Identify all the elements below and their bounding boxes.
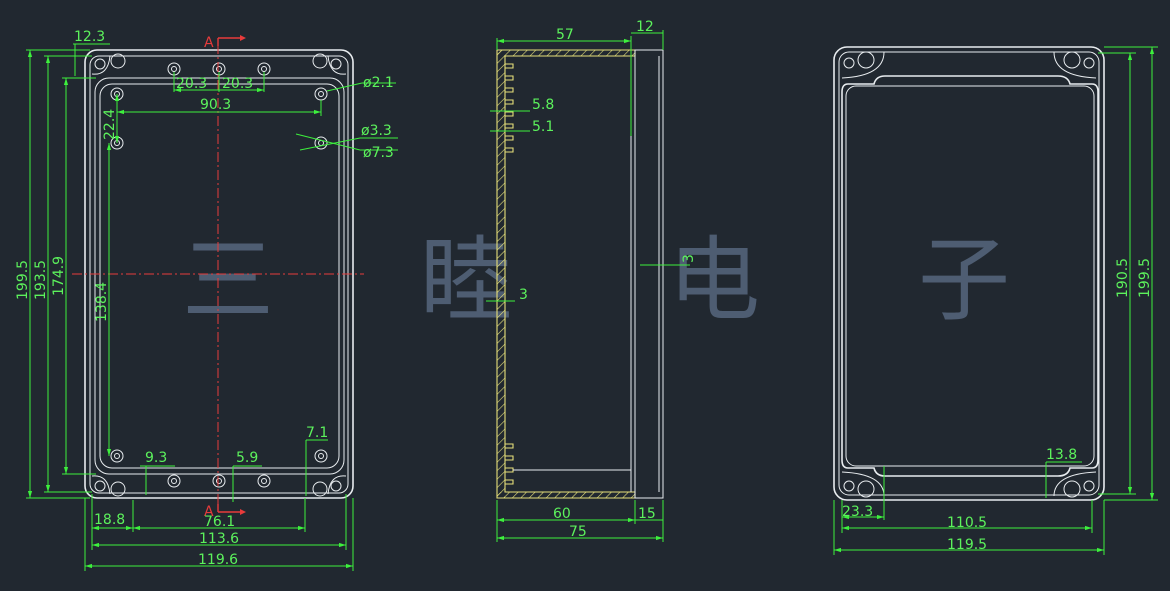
middle-view: 57 12 5.8 5.1 3 3 60 15 75: [486, 19, 697, 542]
watermark-char-1: 三: [182, 227, 274, 334]
dim-23-3: 23.3: [842, 504, 873, 520]
dim-199-5-right: 199.5: [1137, 258, 1153, 298]
dim-3-wall: 3: [519, 287, 528, 303]
left-mounting-holes: [110, 62, 328, 488]
dim-phi-2-1: ø2.1: [363, 75, 394, 91]
section-lid-outline: [634, 49, 664, 499]
middle-dimension-lines: [486, 30, 690, 542]
left-corner-bosses: [91, 53, 347, 497]
right-dimension-lines: [833, 46, 1158, 555]
right-corner-bosses: [841, 51, 1097, 498]
section-label-bottom: A: [204, 504, 214, 520]
dim-193-5: 193.5: [33, 260, 49, 300]
dim-9-3: 9.3: [145, 450, 167, 466]
section-wall-outline: [496, 49, 636, 499]
dim-110-5: 110.5: [947, 515, 987, 531]
dim-20-3-b: 20.3: [222, 76, 253, 92]
section-label-top: A: [204, 35, 214, 51]
dim-174-9: 174.9: [51, 256, 67, 296]
right-inner-recess: [841, 75, 1099, 477]
section-back-wall-hatch: [497, 50, 505, 498]
watermark-char-4: 子: [918, 227, 1010, 334]
right-inner-wall: [845, 85, 1095, 467]
dim-119-6: 119.6: [198, 552, 238, 568]
dim-5-8: 5.8: [532, 97, 554, 113]
section-top-wall-hatch: [497, 50, 635, 56]
watermark-char-3: 电: [668, 227, 760, 334]
dim-90-3: 90.3: [200, 97, 231, 113]
dim-20-3-a: 20.3: [176, 76, 207, 92]
dim-199-5: 199.5: [15, 260, 31, 300]
dim-12: 12: [636, 19, 654, 35]
dim-13-8: 13.8: [1046, 447, 1077, 463]
dim-12-3: 12.3: [74, 29, 105, 45]
dim-phi-3-3: ø3.3: [361, 123, 392, 139]
left-view: A A: [15, 29, 398, 571]
watermark: 三 睦 电 子: [182, 227, 1010, 334]
section-arrow-bottom: [217, 504, 246, 515]
dim-5-1: 5.1: [532, 119, 554, 135]
dim-5-9: 5.9: [236, 450, 258, 466]
dim-60: 60: [553, 506, 571, 522]
dim-phi-7-3: ø7.3: [363, 145, 394, 161]
dim-119-5: 119.5: [947, 537, 987, 553]
dim-113-6: 113.6: [199, 531, 239, 547]
dim-18-8: 18.8: [94, 512, 125, 528]
dim-138-4: 138.4: [94, 282, 110, 322]
dim-3-lid: 3: [681, 254, 697, 263]
dim-15: 15: [638, 506, 656, 522]
left-dimension-lines: [26, 43, 398, 571]
section-fins: [505, 63, 514, 485]
dim-22-4: 22.4: [102, 109, 118, 140]
right-outer-outline: [833, 46, 1105, 501]
section-bottom-wall-hatch: [497, 492, 635, 498]
dim-76-1: 76.1: [204, 514, 235, 530]
section-arrow-top: [217, 35, 246, 46]
dim-7-1: 7.1: [306, 425, 328, 441]
right-view: 190.5 199.5 13.8 23.3 110.5 119.5: [833, 46, 1158, 555]
dim-190-5: 190.5: [1115, 258, 1131, 298]
right-outer-lip: [838, 51, 1100, 496]
dim-57: 57: [556, 27, 574, 43]
dim-75: 75: [569, 524, 587, 540]
